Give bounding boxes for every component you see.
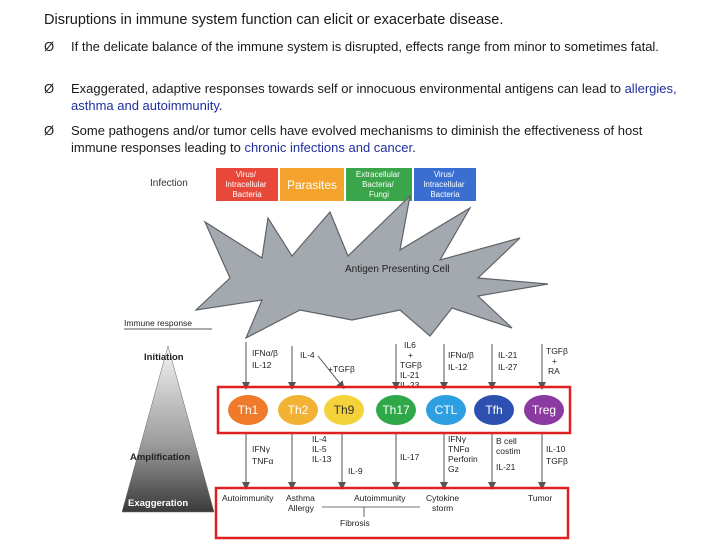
effector-ctl-2: TNFα <box>448 444 470 454</box>
pathogen-1-line-2: Intracellular <box>225 180 267 189</box>
pathogen-3-line-3: Fungi <box>369 190 389 199</box>
pathogen-box-2 <box>280 168 344 201</box>
effector-th17-1: IL-17 <box>400 452 420 462</box>
outcome-autoimmunity-1: Autoimmunity <box>222 493 274 503</box>
outcome-asthma: Asthma <box>286 493 315 503</box>
outcome-cytokine: Cytokine <box>426 493 459 503</box>
cell-th2 <box>278 395 318 425</box>
immune-response-diagram: Infection Virus/ Intracellular Bacteria … <box>121 168 572 540</box>
pathogen-3-line-2: Bacteria/ <box>362 180 394 189</box>
immune-response-label: Immune response <box>124 318 192 328</box>
highlight-chronic: chronic infections and cancer <box>244 140 413 155</box>
cell-th17-label: Th17 <box>382 403 410 417</box>
pathogen-4-line-3: Bacteria <box>430 190 460 199</box>
effector-th2-3: IL-13 <box>312 454 332 464</box>
cell-th17 <box>376 395 416 425</box>
stage-amplification: Amplification <box>130 452 190 463</box>
pathogen-4-line-2: Intracellular <box>423 180 465 189</box>
slide-title: Disruptions in immune system function ca… <box>44 12 504 28</box>
effector-ctl-4: Gz <box>448 464 459 474</box>
pathogen-3-line-1: Extracellular <box>356 170 400 179</box>
inducer-th17-3: TGFβ <box>400 360 422 370</box>
effector-arrows <box>242 434 546 490</box>
bullet-1-text: If the delicate balance of the immune sy… <box>71 39 659 54</box>
pathogen-4-line-1: Virus/ <box>434 170 455 179</box>
inducer-th9-1: +TGFβ <box>328 364 355 374</box>
inducer-tfh-2: IL-27 <box>498 362 518 372</box>
effector-th1-1: IFNγ <box>252 444 271 454</box>
inducer-th17-5: IL-23 <box>400 380 420 390</box>
inducer-ctl-1: IFNα/β <box>448 350 474 360</box>
pathogen-1-line-3: Bacteria <box>232 190 262 199</box>
effector-ctl-1: IFNγ <box>448 434 467 444</box>
disease-outcomes: Autoimmunity Asthma Allergy Autoimmunity… <box>222 493 552 528</box>
arrow-bullet-icon: Ø <box>44 39 55 54</box>
outcome-autoimmunity-2: Autoimmunity <box>354 493 406 503</box>
apc-cell-shape <box>194 194 549 340</box>
effector-treg-2: TGFβ <box>546 456 568 466</box>
inducer-treg-2: + <box>552 356 557 366</box>
t-cell-subsets: Th1 Th2 Th9 Th17 CTL Tfh Treg <box>228 395 564 425</box>
bullet-2-text: Exaggerated, adaptive responses towards … <box>71 81 677 113</box>
pathogen-2-label: Parasites <box>287 178 337 192</box>
effector-th2-2: IL-5 <box>312 444 327 454</box>
inducer-ctl-2: IL-12 <box>448 362 468 372</box>
inducing-cytokines: IFNα/β IL-12 IL-4 +TGFβ IL6 + TGFβ IL-21… <box>252 340 568 390</box>
effector-th2-1: IL-4 <box>312 434 327 444</box>
cell-th2-label: Th2 <box>288 403 309 417</box>
inducer-th17-4: IL-21 <box>400 370 420 380</box>
cell-th9 <box>324 395 364 425</box>
pathogen-box-4 <box>414 168 476 201</box>
pathogen-1-line-1: Virus/ <box>236 170 257 179</box>
outcome-tumor: Tumor <box>528 493 552 503</box>
inducer-th17-2: + <box>408 350 413 360</box>
effector-th1-2: TNFα <box>252 456 274 466</box>
svg-text:Virus/ Intracellular: Virus/ Intracellular Bacteria <box>225 170 269 199</box>
bullet-3-text: Some pathogens and/or tumor cells have e… <box>71 123 643 155</box>
effector-treg-1: IL-10 <box>546 444 566 454</box>
stage-initiation: Initiation <box>144 352 184 363</box>
apc-label: Antigen Presenting Cell <box>345 264 450 275</box>
pathogen-boxes: Virus/ Intracellular Bacteria Parasites … <box>216 168 476 201</box>
effector-ctl-3: Perforin <box>448 454 478 464</box>
highlight-allergies: allergies, asthma and autoimmunity <box>71 81 677 113</box>
cells-highlight-box <box>216 385 572 435</box>
cell-ctl-label: CTL <box>435 403 458 417</box>
inducer-th1-1: IFNα/β <box>252 348 278 358</box>
cell-ctl <box>426 395 466 425</box>
cell-tfh-label: Tfh <box>485 403 502 417</box>
arrow-bullet-icon: Ø <box>44 81 55 96</box>
induction-arrows <box>242 342 546 390</box>
effector-th9-1: IL-9 <box>348 466 363 476</box>
cell-th1 <box>228 395 268 425</box>
response-pyramid <box>121 345 215 513</box>
inducer-treg-3: RA <box>548 366 560 376</box>
outcome-allergy: Allergy <box>288 503 315 513</box>
cell-tfh <box>474 395 514 425</box>
cell-treg-label: Treg <box>532 403 556 417</box>
stage-exaggeration: Exaggeration <box>128 498 188 509</box>
inducer-th2-1: IL-4 <box>300 350 315 360</box>
svg-text:Extracellular Bacteria/: Extracellular Bacteria/ Fungi <box>356 170 402 199</box>
outcome-storm: storm <box>432 503 453 513</box>
pathogen-box-3 <box>346 168 412 201</box>
outcome-fibrosis: Fibrosis <box>340 518 370 528</box>
inducer-treg-1: TGFβ <box>546 346 568 356</box>
pathogen-box-1 <box>216 168 278 201</box>
inducer-th17-1: IL6 <box>404 340 416 350</box>
effector-tfh-2: costim <box>496 446 521 456</box>
arrow-bullet-icon: Ø <box>44 123 55 138</box>
effector-tfh-3: IL-21 <box>496 462 516 472</box>
infection-label: Infection <box>150 178 188 189</box>
svg-text:Virus/ Intracellular: Virus/ Intracellular Bacteria <box>423 170 467 199</box>
cell-treg <box>524 395 564 425</box>
outcomes-highlight-box <box>214 486 570 540</box>
inducer-tfh-1: IL-21 <box>498 350 518 360</box>
effector-cytokines: IFNγ TNFα IL-4 IL-5 IL-13 IL-9 IL-17 IFN… <box>252 434 568 476</box>
effector-tfh-1: B cell <box>496 436 517 446</box>
cell-th1-label: Th1 <box>238 403 259 417</box>
inducer-th1-2: IL-12 <box>252 360 272 370</box>
cell-th9-label: Th9 <box>334 403 355 417</box>
